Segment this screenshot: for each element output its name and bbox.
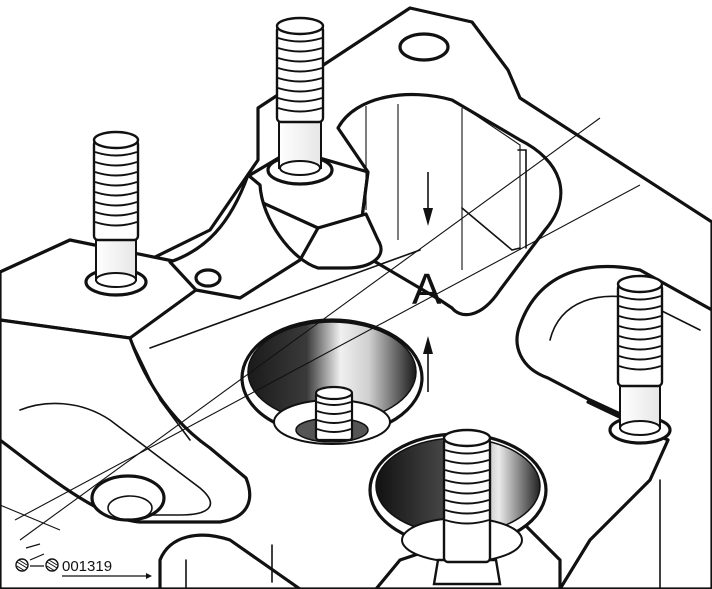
shelf-bolt-hole-inner [107, 495, 153, 521]
chamber-edge-shape [461, 149, 527, 251]
reference-line-edge [0, 504, 61, 531]
dimension-label: A [412, 265, 442, 314]
lower-cut-left [158, 533, 302, 589]
stud-top-threads [277, 37, 323, 113]
vertical-marks [185, 479, 661, 589]
reference-line-upper [14, 184, 641, 521]
bridge-hole [194, 268, 222, 288]
stud-lower [432, 428, 502, 586]
central-face [129, 249, 421, 441]
stud-center-threads [316, 401, 352, 433]
dimension-arrow-bottom [423, 336, 433, 392]
figure-code: 001319 [62, 558, 112, 575]
stud-lower-threads [444, 449, 490, 525]
upper-port-hole [398, 32, 450, 62]
stud-left-threads [94, 151, 138, 227]
left-bridge [168, 173, 383, 300]
figure-code-marker: 001319 [15, 543, 152, 579]
dimension-arrow-top [423, 172, 433, 226]
shelf-inner-curve [19, 402, 212, 516]
right-bay [515, 264, 712, 589]
reference-line-lower [19, 117, 601, 541]
stud-right-threads [618, 295, 662, 371]
chamber-inner-wall [365, 104, 521, 270]
shelf-bolt-hole [90, 474, 166, 522]
